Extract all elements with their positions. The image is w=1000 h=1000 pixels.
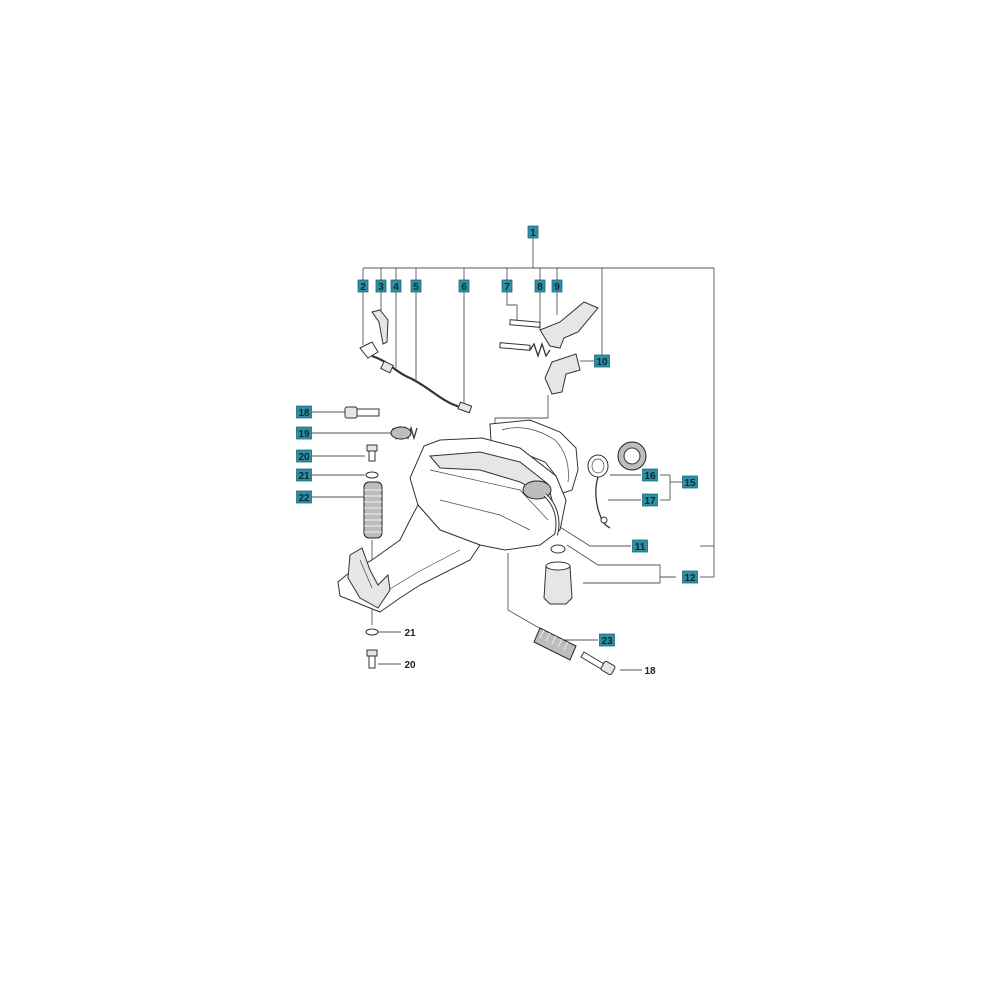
screw-18-top-part <box>344 406 380 419</box>
spring-part <box>529 341 551 359</box>
callout-box <box>594 354 610 368</box>
callout-23: 23 <box>599 633 615 647</box>
callout-22: 22 <box>296 490 312 504</box>
callout-label: 1 <box>530 228 536 239</box>
callout-label: 10 <box>596 357 608 368</box>
callout-21: 21 <box>404 628 416 639</box>
callout-9: 9 <box>551 279 563 293</box>
leader-lines <box>312 238 715 671</box>
clip-part <box>359 341 379 359</box>
callout-label: 17 <box>644 496 656 507</box>
callout-box <box>296 405 312 419</box>
callout-label: 20 <box>298 452 310 463</box>
callout-label: 18 <box>298 408 310 419</box>
callout-box <box>501 279 513 293</box>
callout-label: 21 <box>404 628 416 639</box>
callout-box <box>642 468 658 482</box>
av-spring-22-part <box>363 481 383 539</box>
callout-label: 6 <box>461 282 467 293</box>
callout-box <box>296 490 312 504</box>
callout-box <box>527 225 539 239</box>
callout-5: 5 <box>410 279 422 293</box>
callout-label: 11 <box>635 542 646 553</box>
callout-label: 20 <box>404 660 416 671</box>
callout-12: 12 <box>682 570 698 584</box>
callout-1: 1 <box>527 225 539 239</box>
callout-box <box>534 279 546 293</box>
fuel-cap-part <box>587 441 647 529</box>
callout-label: 12 <box>684 573 696 584</box>
callout-box <box>599 633 615 647</box>
callout-11: 11 <box>632 539 648 553</box>
callout-box <box>682 475 698 489</box>
av-spring-19-part <box>390 425 418 441</box>
callout-label: 2 <box>360 282 366 293</box>
parts-drawing <box>337 301 647 676</box>
callout-2: 2 <box>357 279 369 293</box>
callout-8: 8 <box>534 279 546 293</box>
callout-20: 20 <box>404 660 416 671</box>
callout-box <box>551 279 563 293</box>
fuel-filter-part <box>543 493 573 605</box>
callout-box <box>682 570 698 584</box>
callout-label: 7 <box>504 282 510 293</box>
callout-label: 4 <box>393 282 399 293</box>
callout-15: 15 <box>682 475 698 489</box>
callout-box <box>296 426 312 440</box>
callout-box <box>296 468 312 482</box>
screw-18-bottom-part <box>580 651 616 676</box>
av-spring-23-part <box>533 627 577 661</box>
callout-18: 18 <box>296 405 312 419</box>
callout-label: 19 <box>298 429 310 440</box>
callout-3: 3 <box>375 279 387 293</box>
callout-label: 5 <box>413 282 419 293</box>
callout-7: 7 <box>501 279 513 293</box>
washer-21-top-part <box>365 471 379 479</box>
throttle-trigger-part <box>544 353 581 395</box>
callout-box <box>357 279 369 293</box>
callout-label: 18 <box>644 666 656 677</box>
callout-17: 17 <box>642 493 658 507</box>
callout-box <box>390 279 402 293</box>
callout-label: 23 <box>601 636 613 647</box>
choke-rod-part <box>371 309 389 345</box>
callout-label: 9 <box>554 282 560 293</box>
callout-label: 21 <box>298 471 310 482</box>
callout-box <box>642 493 658 507</box>
handle-housing-part <box>337 419 579 613</box>
washer-21-bottom-part <box>365 628 379 636</box>
callout-box <box>632 539 648 553</box>
screw-20-bottom-part <box>366 649 378 669</box>
callout-10: 10 <box>594 354 610 368</box>
callout-18: 18 <box>644 666 656 677</box>
callout-20: 20 <box>296 449 312 463</box>
screw-20-top-part <box>366 444 378 462</box>
cable-end-part <box>457 401 473 414</box>
callout-box <box>375 279 387 293</box>
callout-box <box>410 279 422 293</box>
pin-parts <box>499 319 541 351</box>
throttle-lock-part <box>539 301 599 349</box>
callout-box <box>296 449 312 463</box>
callout-4: 4 <box>390 279 402 293</box>
callout-label: 22 <box>298 493 310 504</box>
callout-label: 8 <box>537 282 543 293</box>
callout-box <box>458 279 470 293</box>
callout-6: 6 <box>458 279 470 293</box>
callout-label: 3 <box>378 282 384 293</box>
callout-16: 16 <box>642 468 658 482</box>
callout-label: 15 <box>684 478 696 489</box>
callout-label: 16 <box>644 471 656 482</box>
callout-21: 21 <box>296 468 312 482</box>
callout-19: 19 <box>296 426 312 440</box>
